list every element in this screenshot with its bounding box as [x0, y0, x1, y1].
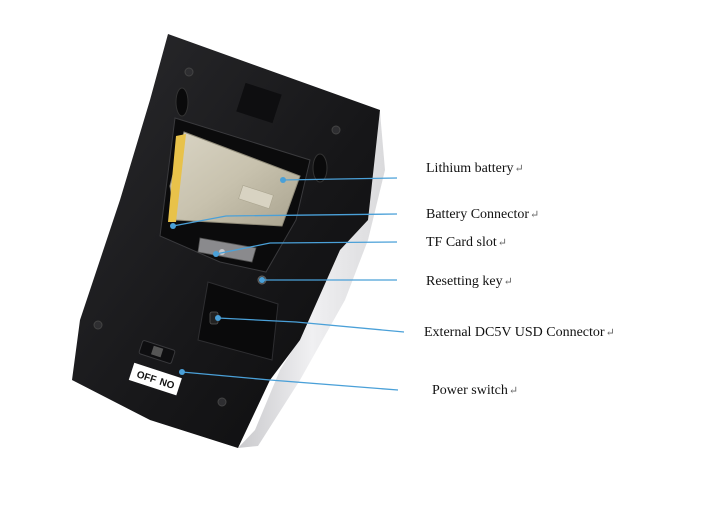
- callout-text: TF Card slot: [426, 235, 497, 250]
- callout-power-switch: Power switch↵: [432, 383, 518, 399]
- dot-tf-card-slot: [213, 251, 219, 257]
- callout-text: Battery Connector: [426, 207, 529, 222]
- mount-slot-left: [176, 88, 188, 116]
- screw-bottom-right: [218, 398, 226, 406]
- callout-text: External DC5V USD Connector: [424, 325, 605, 340]
- callout-resetting-key: Resetting key↵: [426, 274, 513, 290]
- callout-external-dc5v-connector: External DC5V USD Connector↵: [424, 325, 615, 341]
- callout-lithium-battery: Lithium battery↵: [426, 161, 524, 177]
- mount-slot-right: [313, 154, 327, 182]
- dot-resetting-key: [259, 277, 265, 283]
- screw-bottom-left: [94, 321, 102, 329]
- return-mark: ↵: [498, 237, 507, 249]
- return-mark: ↵: [514, 163, 523, 175]
- dot-power-switch: [179, 369, 185, 375]
- return-mark: ↵: [606, 327, 615, 339]
- return-mark: ↵: [509, 385, 518, 397]
- return-mark: ↵: [530, 209, 539, 221]
- screw-top-left: [185, 68, 193, 76]
- return-mark: ↵: [504, 276, 513, 288]
- callout-tf-card-slot: TF Card slot↵: [426, 235, 507, 251]
- dot-battery-connector: [170, 223, 176, 229]
- dot-lithium-battery: [280, 177, 286, 183]
- screw-top-right: [332, 126, 340, 134]
- callout-text: Resetting key: [426, 274, 503, 289]
- callout-battery-connector: Battery Connector↵: [426, 207, 539, 223]
- dot-external-dc5v-connector: [215, 315, 221, 321]
- callout-text: Power switch: [432, 383, 508, 398]
- callout-text: Lithium battery: [426, 161, 513, 176]
